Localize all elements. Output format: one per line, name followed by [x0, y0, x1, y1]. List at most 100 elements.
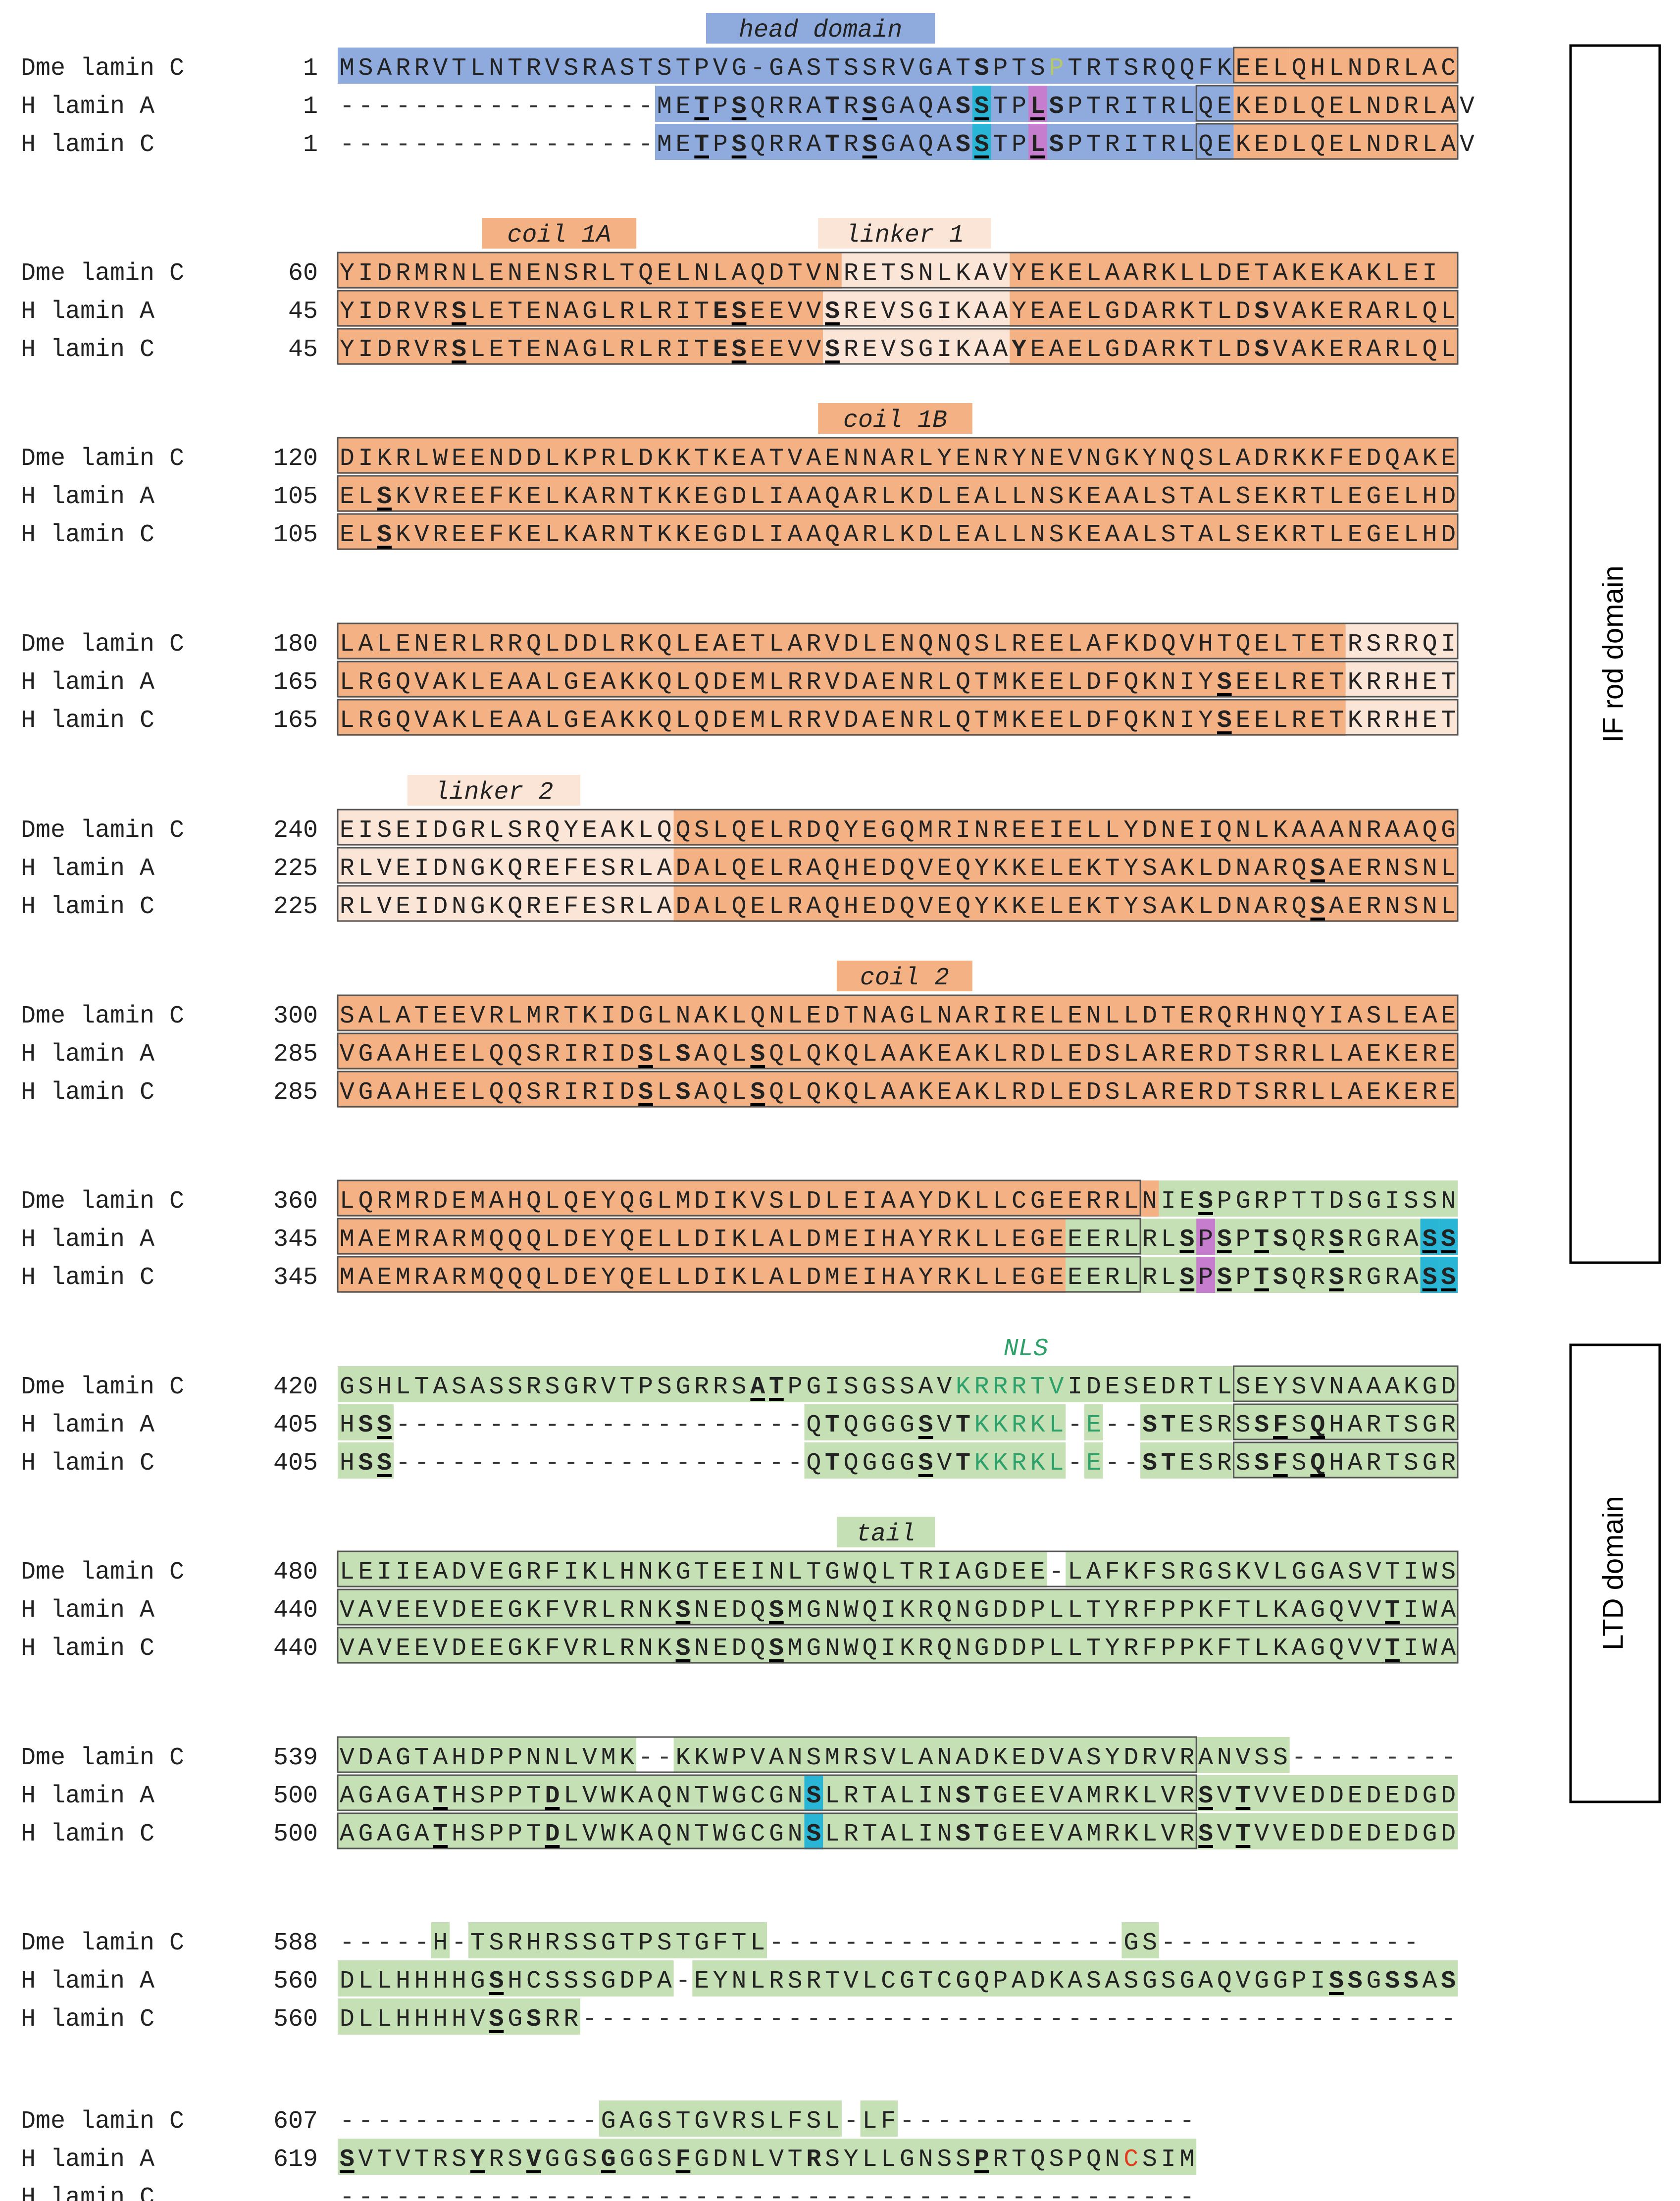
residue: A — [956, 1558, 970, 1587]
residue: Q — [508, 855, 522, 883]
residue: Q — [657, 1782, 672, 1810]
residue: Q — [396, 668, 410, 697]
residue: K — [1142, 707, 1157, 735]
residue: Q — [806, 1449, 821, 1478]
residue: L — [1217, 298, 1232, 326]
residue: S — [358, 54, 373, 83]
residue: A — [1404, 1226, 1419, 1254]
residue: S — [1123, 1967, 1138, 1996]
residue: R — [601, 521, 616, 549]
residue: K — [1404, 1373, 1419, 1401]
residue: A — [769, 1744, 784, 1772]
residue: A — [1142, 336, 1157, 364]
residue: A — [638, 1782, 653, 1810]
residue: R — [433, 336, 448, 364]
residue: D — [1030, 1744, 1045, 1772]
residue: E — [1441, 445, 1456, 473]
residue: L — [1123, 1187, 1138, 1216]
residue: A — [900, 1187, 915, 1216]
residue: S — [1198, 1820, 1213, 1848]
residue: Y — [918, 1226, 933, 1254]
residue: G — [358, 1078, 373, 1107]
residue: N — [452, 259, 466, 288]
region-shading — [823, 329, 1010, 365]
residue: P — [993, 54, 1008, 83]
residue: Q — [769, 1040, 784, 1069]
residue: A — [377, 1040, 392, 1069]
residue: K — [1123, 630, 1138, 659]
residue: L — [900, 1820, 915, 1848]
residue: T — [508, 54, 522, 83]
residue: F — [489, 521, 504, 549]
residue: K — [1179, 298, 1194, 326]
residue: L — [1404, 298, 1419, 326]
residue: T — [974, 1820, 989, 1848]
residue: - — [1179, 2184, 1194, 2201]
domain-outline — [337, 1774, 1197, 1811]
residue: I — [396, 1558, 410, 1587]
residue: - — [1086, 2184, 1101, 2201]
residue: I — [881, 1635, 896, 1663]
residue: D — [694, 1187, 709, 1216]
residue: L — [1441, 336, 1456, 364]
residue: N — [1235, 893, 1250, 921]
residue: R — [340, 893, 355, 921]
residue: E — [825, 445, 840, 473]
residue: P — [694, 54, 709, 83]
residue: V — [1049, 1820, 1064, 1848]
residue: G — [582, 298, 597, 326]
residue: L — [340, 630, 355, 659]
residue: E — [937, 893, 952, 921]
residue: - — [489, 131, 504, 159]
residue: E — [638, 1226, 653, 1254]
residue: Q — [750, 259, 765, 288]
residue: - — [508, 93, 522, 121]
residue: A — [974, 259, 989, 288]
residue: T — [1068, 54, 1082, 83]
residue: R — [1142, 1226, 1157, 1254]
residue: K — [619, 668, 634, 697]
residue: N — [452, 855, 466, 883]
residue: H — [1422, 521, 1437, 549]
residue: K — [657, 445, 672, 473]
residue: T — [638, 521, 653, 549]
residue: M — [470, 1264, 485, 1292]
residue-underline — [638, 1065, 653, 1068]
residue: E — [1404, 1002, 1419, 1030]
residue: S — [1254, 336, 1269, 364]
residue: L — [1012, 521, 1026, 549]
residue: I — [956, 817, 970, 845]
residue-underline — [731, 155, 747, 158]
residue: - — [900, 2107, 915, 2136]
residue: A — [1254, 855, 1269, 883]
residue: R — [1105, 131, 1120, 159]
residue: - — [396, 2184, 410, 2201]
residue: Q — [508, 1040, 522, 1069]
residue: Q — [806, 1078, 821, 1107]
residue: - — [619, 131, 634, 159]
residue: G — [452, 817, 466, 845]
region-label: NLS — [1004, 1335, 1048, 1363]
residue: D — [1142, 817, 1157, 845]
residue: - — [900, 2184, 915, 2201]
region-shading — [1345, 700, 1458, 736]
residue: K — [1123, 1820, 1138, 1848]
residue: T — [1012, 2146, 1026, 2174]
residue: L — [470, 336, 485, 364]
residue: R — [1105, 1820, 1120, 1848]
residue: E — [769, 298, 784, 326]
residue: - — [1179, 2107, 1194, 2136]
residue: P — [1068, 93, 1082, 121]
residue: A — [788, 54, 803, 83]
residue: I — [1179, 707, 1194, 735]
domain-outline — [337, 1736, 1197, 1773]
residue: L — [993, 1040, 1008, 1069]
domain-outline — [337, 699, 1459, 736]
residue: R — [1142, 1744, 1157, 1772]
residue: A — [1068, 1782, 1082, 1810]
residue: A — [657, 1967, 672, 1996]
residue: R — [1273, 445, 1288, 473]
residue: R — [1348, 1226, 1363, 1254]
residue: E — [377, 1226, 392, 1254]
